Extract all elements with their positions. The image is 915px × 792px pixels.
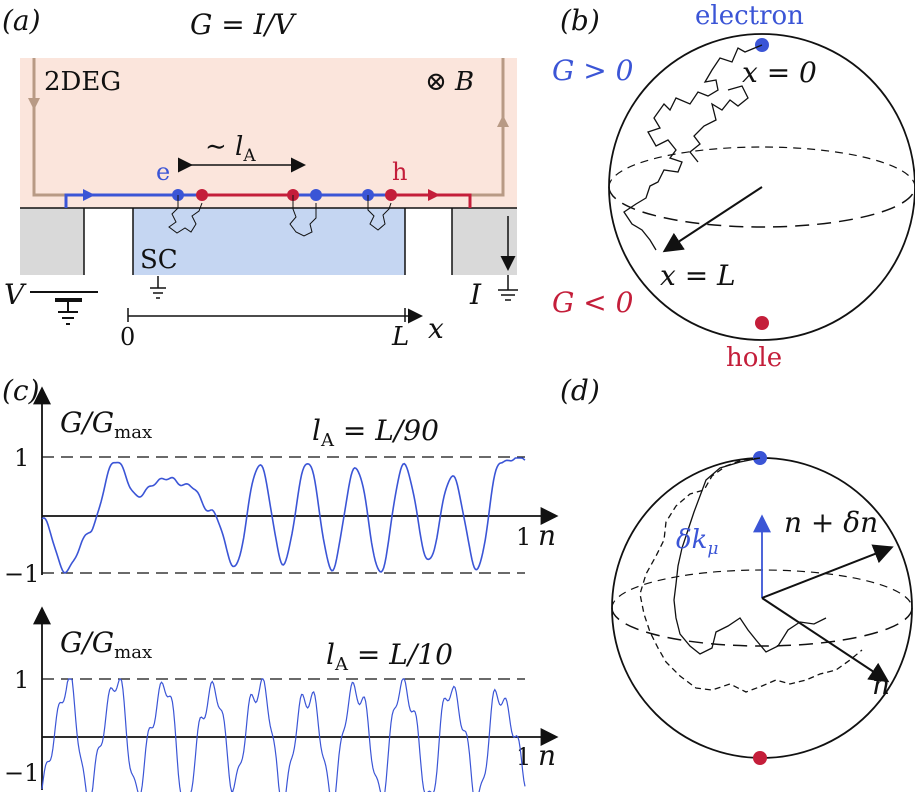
panel-b: (b) electron hole G > 0 G < 0 x = 0 x = …	[552, 1, 915, 373]
bottom-x-var: n	[538, 739, 556, 772]
x-axis-var: x	[428, 312, 444, 345]
bloch-vector-b	[662, 186, 763, 253]
x-end-label: x = L	[660, 259, 736, 292]
hole-pole-d	[753, 751, 767, 765]
top-tick-pos: 1	[14, 444, 29, 472]
length-scale-label: ∼ lA	[205, 132, 256, 166]
x-axis-start: 0	[120, 323, 135, 351]
andreev-loop-3	[367, 195, 392, 231]
n-plus-dn-vector	[761, 544, 894, 599]
panel-a-label: (a)	[2, 4, 41, 37]
battery-icon	[30, 291, 98, 325]
top-ylabel: G/Gmax	[60, 406, 152, 443]
twodeg-label: 2DEG	[44, 67, 121, 97]
panel-d: (d) δkμ n + δn n	[560, 374, 913, 765]
andreev-loop-1	[168, 195, 203, 234]
twodeg-region	[20, 58, 517, 208]
random-walk-d-dashed	[639, 457, 863, 693]
bottom-tick-x: 1	[516, 743, 531, 771]
random-walk-b	[623, 44, 763, 251]
sc-ground-icon	[150, 276, 166, 299]
top-tick-x: 1	[516, 523, 531, 551]
drain-ground-icon	[498, 275, 518, 301]
top-curve	[41, 457, 526, 574]
panel-d-label: (d)	[560, 374, 600, 407]
bottom-tick-pos: 1	[14, 666, 29, 694]
left-lead	[20, 208, 84, 275]
dk-label: δkμ	[676, 525, 718, 559]
top-param: lA = L/90	[312, 414, 439, 451]
n-plus-dn-label: n + δn	[784, 506, 878, 539]
x-start-label: x = 0	[742, 56, 817, 89]
panel-c: (c) G/Gmax 1 −1 1 n lA = L/90 G/Gmax 1 −…	[2, 374, 559, 792]
edge-state-right	[470, 58, 505, 197]
superconductor-label: SC	[140, 245, 178, 275]
panel-b-label: (b)	[560, 4, 600, 37]
g-negative-label: G < 0	[552, 286, 633, 319]
voltage-label: V	[4, 278, 27, 311]
bottom-param: lA = L/10	[326, 638, 453, 675]
hole-pole	[755, 316, 769, 330]
top-x-var: n	[538, 519, 556, 552]
bottom-curve	[41, 678, 526, 792]
hole-pole-label: hole	[726, 343, 782, 373]
electron-label: e	[156, 158, 170, 186]
hole-dot	[196, 189, 208, 201]
current-label: I	[469, 278, 482, 311]
hole-label: h	[392, 158, 407, 186]
g-positive-label: G > 0	[552, 54, 633, 87]
electron-pole-label: electron	[695, 1, 804, 31]
panel-c-label: (c)	[2, 374, 40, 407]
top-tick-neg: −1	[4, 560, 39, 588]
n-label: n	[872, 668, 890, 701]
bottom-ylabel: G/Gmax	[60, 626, 152, 663]
magnetic-field-label: ⊗ B	[425, 67, 474, 97]
panel-a: (a) G = I/V 2DEG ⊗ B SC e h	[2, 4, 518, 352]
bottom-tick-neg: −1	[4, 759, 39, 787]
conductance-formula: G = I/V	[190, 8, 297, 41]
random-walk-d-solid	[673, 457, 827, 655]
plot-top: G/Gmax 1 −1 1 n lA = L/90	[4, 386, 559, 588]
andreev-loop-2	[289, 195, 317, 237]
n-vector	[761, 597, 890, 683]
bloch-sphere-d	[611, 457, 913, 759]
plot-bottom: G/Gmax 1 −1 1 n lA = L/10	[4, 606, 559, 792]
x-axis-end: L	[391, 322, 409, 352]
superconductor-region	[133, 208, 405, 275]
